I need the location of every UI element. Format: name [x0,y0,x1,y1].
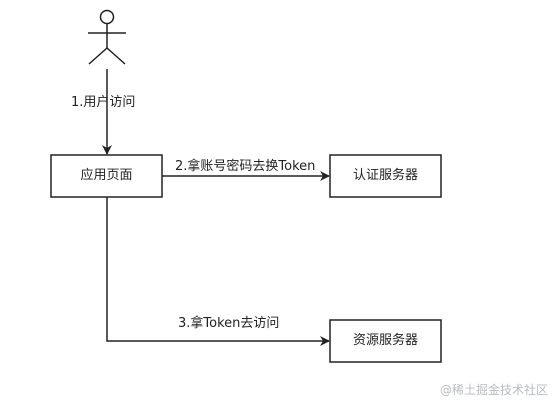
edge-label-step2: 2.拿账号密码去换Token [175,159,316,174]
edge-app-to-resource-arrow [106,197,330,346]
node-label-app-page: 应用页面 [80,168,133,183]
user-actor-icon [88,9,126,65]
node-label-resource-server: 资源服务器 [352,333,418,348]
edge-label-step3: 3.拿Token去访问 [178,316,280,331]
node-auth-server-box [329,154,442,198]
edge-label-step1: 1.用户访问 [71,95,136,110]
node-label-auth-server: 认证服务器 [352,168,418,183]
node-resource-server-box [329,319,442,363]
node-app-page-box [50,154,163,198]
watermark-text: @稀土掘金技术社区 [439,383,548,397]
